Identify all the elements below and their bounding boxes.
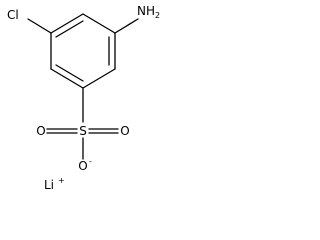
- ring-bond-bottom-left: [50, 68, 84, 89]
- bond-ring-amine: [114, 18, 139, 34]
- sulfur-label: S: [79, 124, 87, 138]
- anion-charge: -: [89, 157, 92, 166]
- ring-bond-bottom-right: [82, 68, 116, 89]
- ring-bond-top-left-inner: [55, 20, 84, 38]
- amine-label: NH2: [137, 4, 160, 20]
- benzene-ring: [50, 13, 116, 89]
- amine-hydrogen-count: 2: [155, 11, 160, 20]
- ring-bond-bottom-left-inner: [55, 64, 84, 82]
- oxygen-right-label: O: [120, 124, 129, 138]
- amine-hydrogen: H: [146, 4, 155, 18]
- ring-bond-top-left: [50, 13, 84, 34]
- lithium-charge: +: [58, 176, 65, 185]
- structure-diagram: Cl NH2 S O O O - Li +: [7, 4, 160, 192]
- lithium-label: Li: [44, 178, 54, 192]
- bond-ring-chlorine: [27, 18, 52, 34]
- oxygen-left-label: O: [36, 124, 45, 138]
- oxygen-anion-label: O: [78, 159, 87, 173]
- ring-bond-top-right: [82, 13, 116, 34]
- chlorine-label: Cl: [7, 8, 19, 22]
- amine-nitrogen: N: [137, 4, 146, 18]
